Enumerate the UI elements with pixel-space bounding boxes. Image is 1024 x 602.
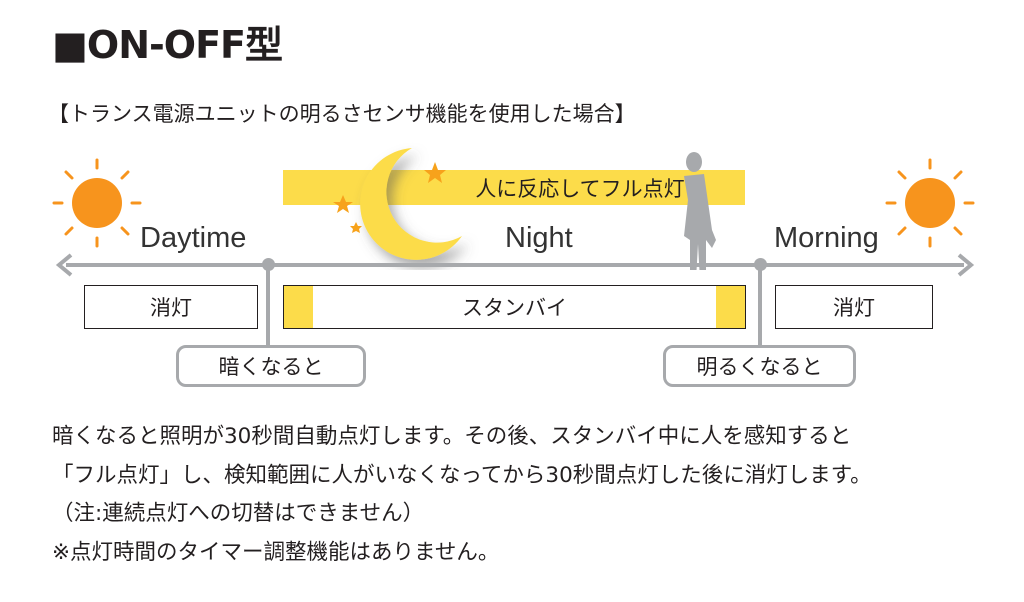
subtitle: 【トランス電源ユニットの明るさセンサ機能を使用した場合】 [48,102,636,126]
description-line: 暗くなると照明が30秒間自動点灯します。その後、スタンバイ中に人を感知すると [52,424,852,449]
moon-icon [360,148,462,260]
when-bright-callout: 明るくなると [663,345,856,387]
illustrations [52,148,975,270]
dawn-connector [758,265,762,347]
arrow-left-icon [55,253,73,277]
sun-left-icon [52,158,142,248]
full-light-band [283,170,745,205]
description: 暗くなると照明が30秒間自動点灯します。その後、スタンバイ中に人を感知すると 「… [52,418,872,572]
daytime-label: Daytime [140,222,247,254]
full-light-label: 人に反応してフル点灯 [475,177,685,201]
description-line: ※点灯時間のタイマー調整機能はありません。 [52,539,500,565]
person-silhouette-icon [684,152,716,270]
description-line: （注:連続点灯への切替はできません） [52,501,425,526]
description-line: 「フル点灯」し、検知範囲に人がいなくなってから30秒間点灯した後に消灯します。 [52,462,872,488]
dawn-marker [754,258,767,271]
morning-label: Morning [774,222,879,254]
timeline-axis [66,263,964,267]
night-label: Night [505,222,573,254]
off-box-left: 消灯 [84,285,258,329]
arrow-right-icon [957,253,975,277]
off-box-right: 消灯 [775,285,933,329]
star-icons [333,162,446,233]
dusk-marker [262,258,275,271]
sun-right-icon [885,158,975,248]
when-dark-callout: 暗くなると [176,345,366,387]
dusk-connector [266,265,270,347]
page-title: ■ON-OFF型 [52,23,283,67]
standby-box: スタンバイ [283,285,746,329]
